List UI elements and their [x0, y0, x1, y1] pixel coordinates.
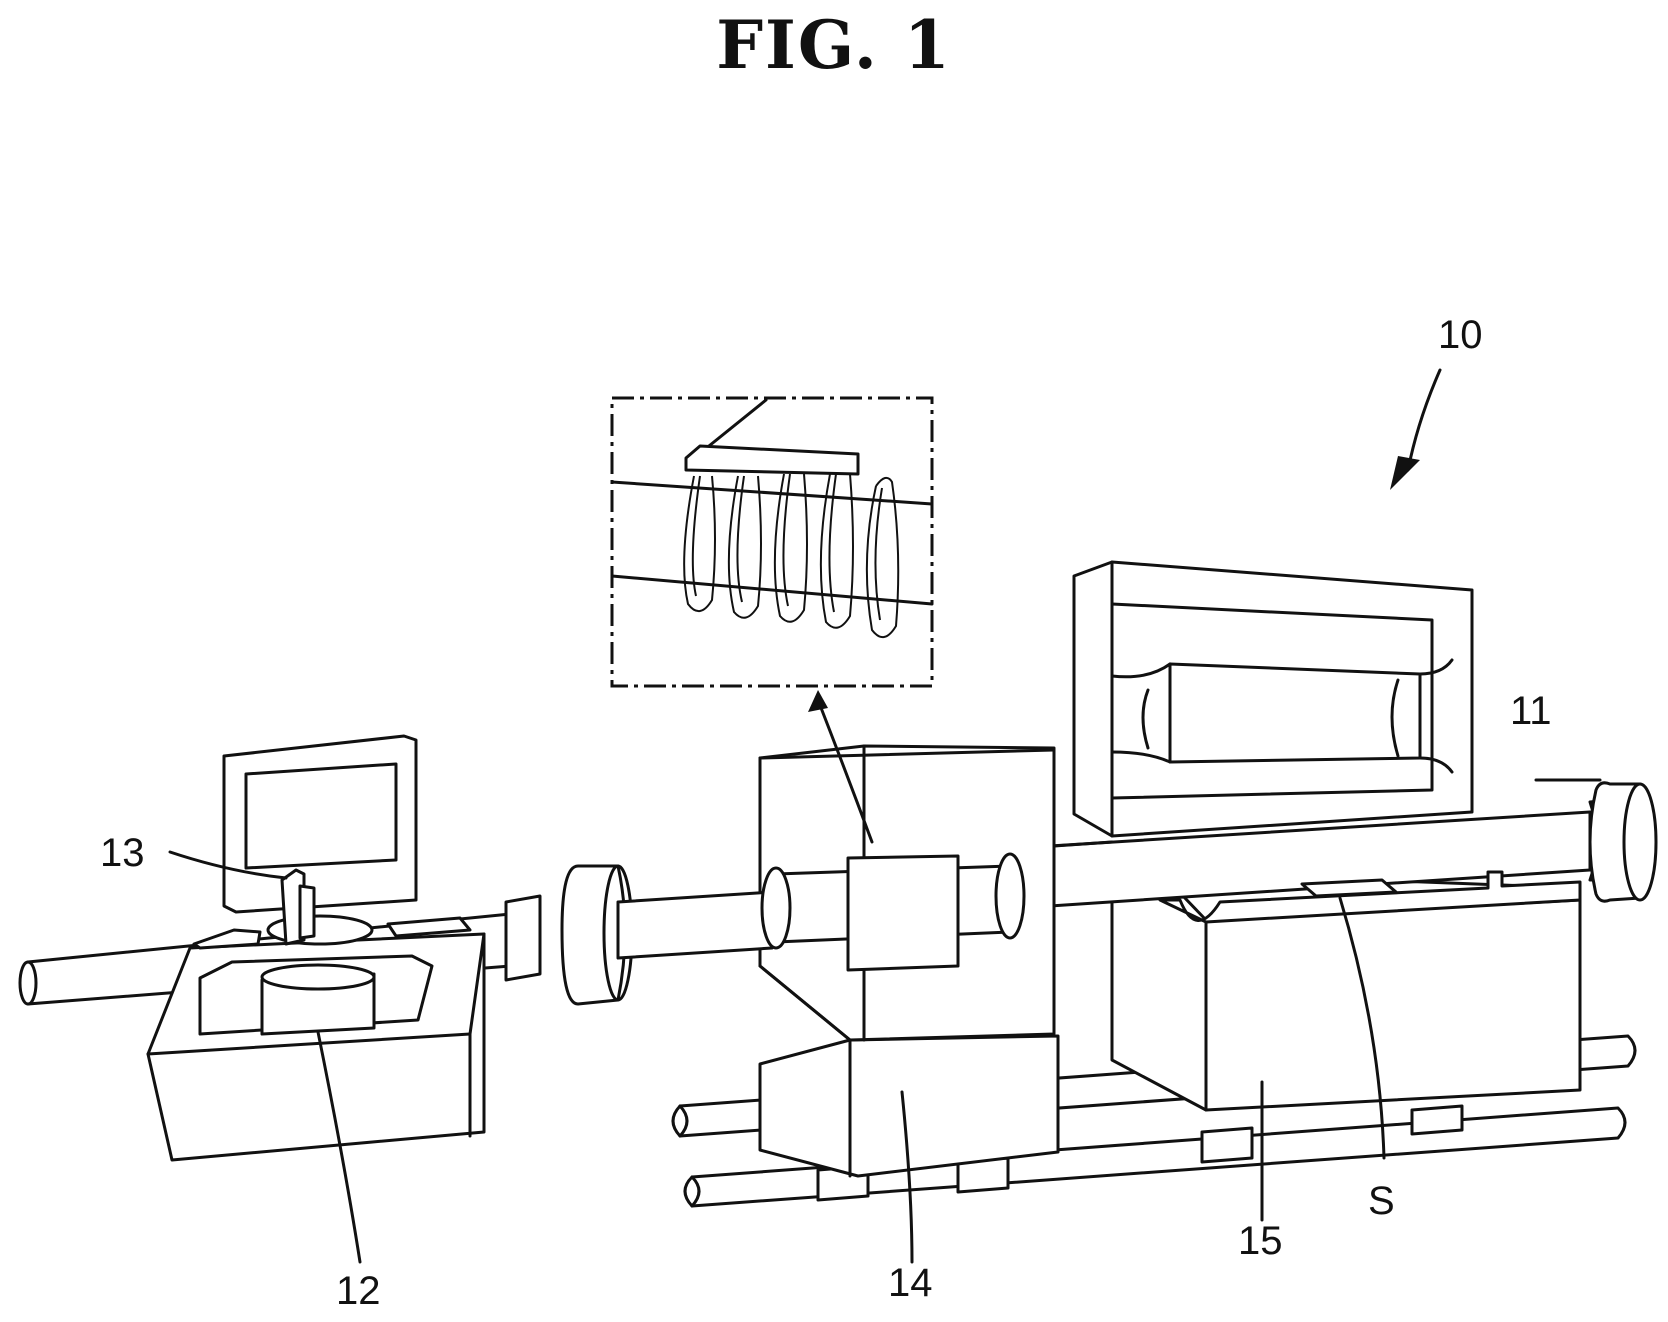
ref-label-10: 10	[1438, 313, 1483, 357]
ref-label-s: S	[1368, 1179, 1395, 1223]
inset-callout-arrowhead	[808, 690, 828, 712]
ref-label-11: 11	[1510, 689, 1552, 733]
left-unit	[148, 736, 484, 1160]
ref-label-14: 14	[888, 1261, 933, 1305]
ref-label-12: 12	[336, 1269, 381, 1313]
ref-label-15: 15	[1238, 1219, 1283, 1263]
ref-10-arrow	[1408, 370, 1440, 470]
ref-label-13: 13	[100, 831, 145, 875]
ref-10-arrowhead	[1390, 456, 1420, 490]
detail-inset	[612, 398, 932, 686]
furnace-lid	[1074, 562, 1472, 836]
